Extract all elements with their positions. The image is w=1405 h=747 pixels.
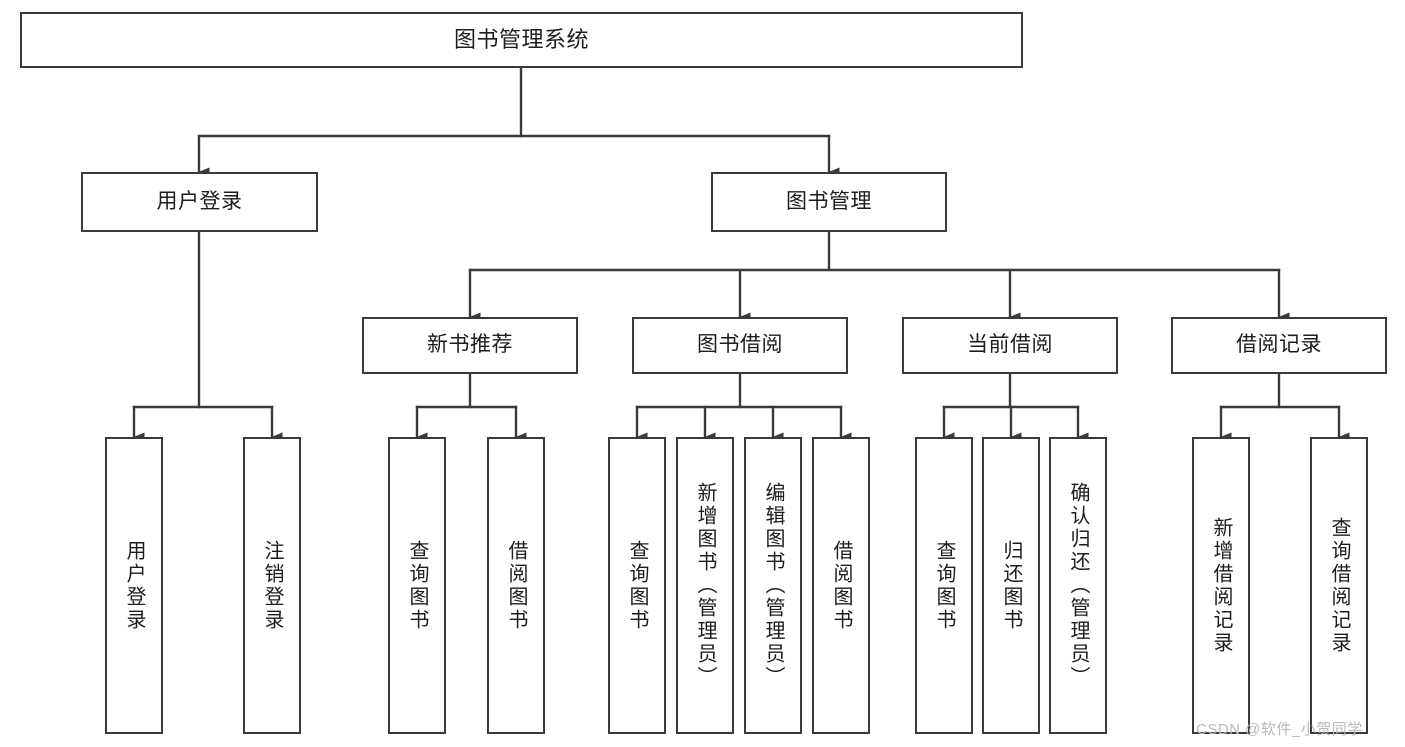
node-label: 新增图书（管理员）	[694, 482, 716, 689]
leaf-edit-book-admin[interactable]: 编辑图书（管理员）	[744, 437, 802, 734]
node-label: 注销登录	[261, 539, 283, 632]
node-label: 当前借阅	[967, 333, 1053, 357]
node-label: 新增借阅记录	[1210, 516, 1232, 655]
node-book-borrowing[interactable]: 图书借阅	[632, 317, 848, 374]
node-label: 图书借阅	[697, 333, 783, 357]
leaf-user-login[interactable]: 用户登录	[105, 437, 163, 734]
node-label: 借阅记录	[1236, 333, 1322, 357]
leaf-borrow-book-borrowing[interactable]: 借阅图书	[812, 437, 870, 734]
node-label: 查询图书	[933, 539, 955, 632]
node-label: 确认归还（管理员）	[1067, 482, 1089, 689]
leaf-query-borrowing-record[interactable]: 查询借阅记录	[1310, 437, 1368, 734]
node-label: 归还图书	[1000, 539, 1022, 632]
leaf-user-logout[interactable]: 注销登录	[243, 437, 301, 734]
node-label: 查询图书	[626, 539, 648, 632]
node-label: 用户登录	[123, 539, 145, 632]
leaf-borrow-book-recommendation[interactable]: 借阅图书	[487, 437, 545, 734]
leaf-return-book[interactable]: 归还图书	[982, 437, 1040, 734]
leaf-confirm-return-admin[interactable]: 确认归还（管理员）	[1049, 437, 1107, 734]
node-label: 借阅图书	[830, 539, 852, 632]
node-book-management-system[interactable]: 图书管理系统	[20, 12, 1023, 68]
leaf-query-book-recommendation[interactable]: 查询图书	[388, 437, 446, 734]
node-label: 编辑图书（管理员）	[762, 482, 784, 689]
node-label: 新书推荐	[427, 333, 513, 357]
node-label: 图书管理	[786, 189, 872, 213]
node-label: 借阅图书	[505, 539, 527, 632]
node-current-borrowing[interactable]: 当前借阅	[902, 317, 1118, 374]
node-new-book-recommendation[interactable]: 新书推荐	[362, 317, 578, 374]
node-user-login[interactable]: 用户登录	[81, 172, 318, 232]
leaf-add-borrowing-record[interactable]: 新增借阅记录	[1192, 437, 1250, 734]
node-borrowing-record[interactable]: 借阅记录	[1171, 317, 1387, 374]
leaf-query-book-current[interactable]: 查询图书	[915, 437, 973, 734]
leaf-add-book-admin[interactable]: 新增图书（管理员）	[676, 437, 734, 734]
leaf-query-book-borrowing[interactable]: 查询图书	[608, 437, 666, 734]
csdn-watermark: CSDN @软件_小贺同学	[1196, 721, 1363, 738]
node-label: 查询图书	[406, 539, 428, 632]
node-label: 查询借阅记录	[1328, 516, 1350, 655]
node-label: 用户登录	[156, 189, 243, 213]
node-book-management[interactable]: 图书管理	[711, 172, 947, 232]
node-label: 图书管理系统	[453, 27, 589, 53]
